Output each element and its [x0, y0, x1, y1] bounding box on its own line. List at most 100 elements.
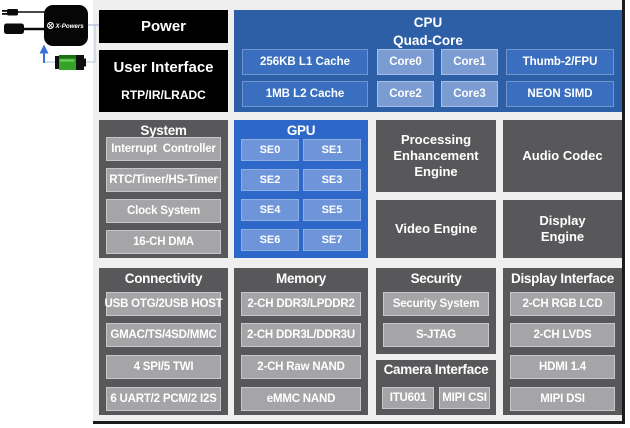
camera-interface-block: Camera Interface ITU601 MIPI CSI — [376, 360, 496, 415]
gpu-se2-label: SE2 — [259, 174, 281, 186]
gpu-se6-label: SE6 — [259, 234, 281, 246]
cpu-neon-label: NEON SIMD — [527, 88, 593, 100]
xpowers-logo-text: X-Powers — [55, 23, 85, 30]
battery-icon — [55, 55, 86, 70]
cpu-l1-cache-block: 256KB L1 Cache — [242, 49, 368, 75]
gmac-block: GMAC/TS/4SD/MMC — [106, 323, 221, 347]
audio-codec-block: Audio Codec — [503, 120, 622, 192]
video-engine-block: Video Engine — [376, 200, 496, 258]
mipi-dsi-block: MIPI DSI — [510, 387, 615, 411]
rgb-lcd-block: 2-CH RGB LCD — [510, 292, 615, 316]
plug-prong — [2, 10, 7, 12]
cpu-title-line2: Quad-Core — [393, 32, 463, 48]
connectivity-title: Connectivity — [124, 271, 203, 286]
dma-label: 16-CH DMA — [133, 236, 194, 248]
soc-chip-icon — [44, 5, 88, 46]
cpu-core2-label: Core2 — [389, 88, 422, 100]
interrupt-controller-label: Interrupt Controller — [111, 143, 216, 155]
ddr3-lpddr2-label: 2-CH DDR3/LPDDR2 — [247, 298, 355, 310]
gpu-se2-block: SE2 — [241, 169, 299, 191]
mipi-dsi-label: MIPI DSI — [540, 393, 585, 405]
rtc-timer-block: RTC/Timer/HS-Timer — [106, 168, 221, 192]
cpu-core0-block: Core0 — [377, 49, 434, 75]
connectivity-block: Connectivity USB OTG/2USB HOST GMAC/TS/4… — [99, 268, 228, 415]
memory-block: Memory 2-CH DDR3/LPDDR2 2-CH DDR3L/DDR3U… — [234, 268, 368, 415]
cpu-core2-block: Core2 — [377, 81, 434, 107]
mipi-csi-label: MIPI CSI — [442, 392, 487, 404]
cpu-title-line1: CPU — [413, 15, 443, 30]
usb-block: USB OTG/2USB HOST — [105, 292, 223, 316]
gpu-se0-block: SE0 — [241, 139, 299, 161]
cpu-core1-label: Core1 — [453, 56, 486, 68]
display-interface-block: Display Interface 2-CH RGB LCD 2-CH LVDS… — [503, 268, 622, 415]
gpu-se3-block: SE3 — [303, 169, 361, 191]
camera-interface-title: Camera Interface — [383, 362, 489, 377]
gpu-se6-block: SE6 — [241, 229, 299, 251]
mipi-csi-block: MIPI CSI — [439, 387, 490, 409]
gpu-se4-block: SE4 — [241, 199, 299, 221]
gmac-label: GMAC/TS/4SD/MMC — [110, 329, 217, 341]
power-block-label: Power — [140, 18, 186, 35]
cpu-core3-label: Core3 — [453, 88, 486, 100]
gpu-se5-block: SE5 — [303, 199, 361, 221]
uart-pcm-i2s-label: 6 UART/2 PCM/2 I2S — [110, 393, 217, 405]
gpu-se1-block: SE1 — [303, 139, 361, 161]
lvds-label: 2-CH LVDS — [533, 329, 592, 341]
dma-block: 16-CH DMA — [106, 230, 221, 254]
cpu-title: CPU Quad-Core — [234, 10, 622, 49]
display-engine-block: Display Engine — [503, 200, 622, 258]
display-interface-title: Display Interface — [511, 271, 614, 286]
power-adapter-icon — [4, 23, 24, 34]
clock-system-block: Clock System — [106, 199, 221, 223]
emmc-nand-block: eMMC NAND — [241, 387, 361, 411]
gpu-block: GPU SE0 SE1 SE2 SE3 SE4 SE5 SE6 SE7 — [234, 120, 368, 258]
user-interface-block: User Interface RTP/IR/LRADC — [99, 50, 228, 112]
charge-arrow-icon — [39, 44, 49, 63]
power-block: Power — [99, 10, 228, 43]
cpu-core3-block: Core3 — [441, 81, 498, 107]
cpu-neon-block: NEON SIMD — [506, 81, 614, 107]
itu601-label: ITU601 — [389, 392, 427, 404]
gpu-se7-label: SE7 — [321, 234, 343, 246]
user-interface-title: User Interface — [113, 59, 214, 76]
raw-nand-block: 2-CH Raw NAND — [241, 355, 361, 379]
battery-to-power-line — [84, 25, 96, 63]
memory-title: Memory — [276, 271, 326, 286]
gpu-se3-label: SE3 — [321, 174, 343, 186]
cpu-l1-cache-label: 256KB L1 Cache — [259, 56, 351, 68]
power-source-illustration: X-Powers — [2, 5, 100, 70]
clock-system-label: Clock System — [126, 205, 201, 217]
ddr3-lpddr2-block: 2-CH DDR3/LPDDR2 — [241, 292, 361, 316]
ddr3l-block: 2-CH DDR3L/DDR3U — [241, 323, 361, 347]
gpu-se5-label: SE5 — [321, 204, 343, 216]
xpowers-logo-mark — [47, 22, 54, 29]
video-engine-label: Video Engine — [394, 220, 478, 236]
rtc-timer-label: RTC/Timer/HS-Timer — [109, 174, 218, 186]
gpu-se1-label: SE1 — [321, 144, 343, 156]
ddr3l-label: 2-CH DDR3L/DDR3U — [247, 329, 355, 341]
audio-codec-label: Audio Codec — [522, 147, 603, 163]
itu601-block: ITU601 — [382, 387, 434, 409]
s-jtag-block: S-JTAG — [383, 323, 489, 347]
uart-pcm-i2s-block: 6 UART/2 PCM/2 I2S — [106, 387, 221, 411]
processing-enhancement-engine-label: Processing Enhancement Engine — [393, 131, 479, 180]
hdmi-block: HDMI 1.4 — [510, 355, 615, 379]
gpu-se4-label: SE4 — [259, 204, 281, 216]
lvds-block: 2-CH LVDS — [510, 323, 615, 347]
hdmi-label: HDMI 1.4 — [539, 361, 586, 373]
spi-twi-block: 4 SPI/5 TWI — [106, 355, 221, 379]
gpu-se7-block: SE7 — [303, 229, 361, 251]
gpu-title: GPU — [286, 123, 316, 138]
security-block: Security Security System S-JTAG — [376, 268, 496, 354]
security-system-block: Security System — [383, 292, 489, 316]
plug-prong — [2, 13, 7, 15]
system-block: System Interrupt Controller RTC/Timer/HS… — [99, 120, 228, 258]
cpu-core1-block: Core1 — [441, 49, 498, 75]
emmc-nand-label: eMMC NAND — [266, 393, 336, 405]
cpu-core0-label: Core0 — [389, 56, 422, 68]
cpu-thumb-fpu-label: Thumb-2/FPU — [522, 56, 598, 68]
s-jtag-label: S-JTAG — [415, 329, 457, 341]
cpu-l2-cache-block: 1MB L2 Cache — [242, 81, 368, 107]
cpu-l2-cache-label: 1MB L2 Cache — [265, 88, 345, 100]
